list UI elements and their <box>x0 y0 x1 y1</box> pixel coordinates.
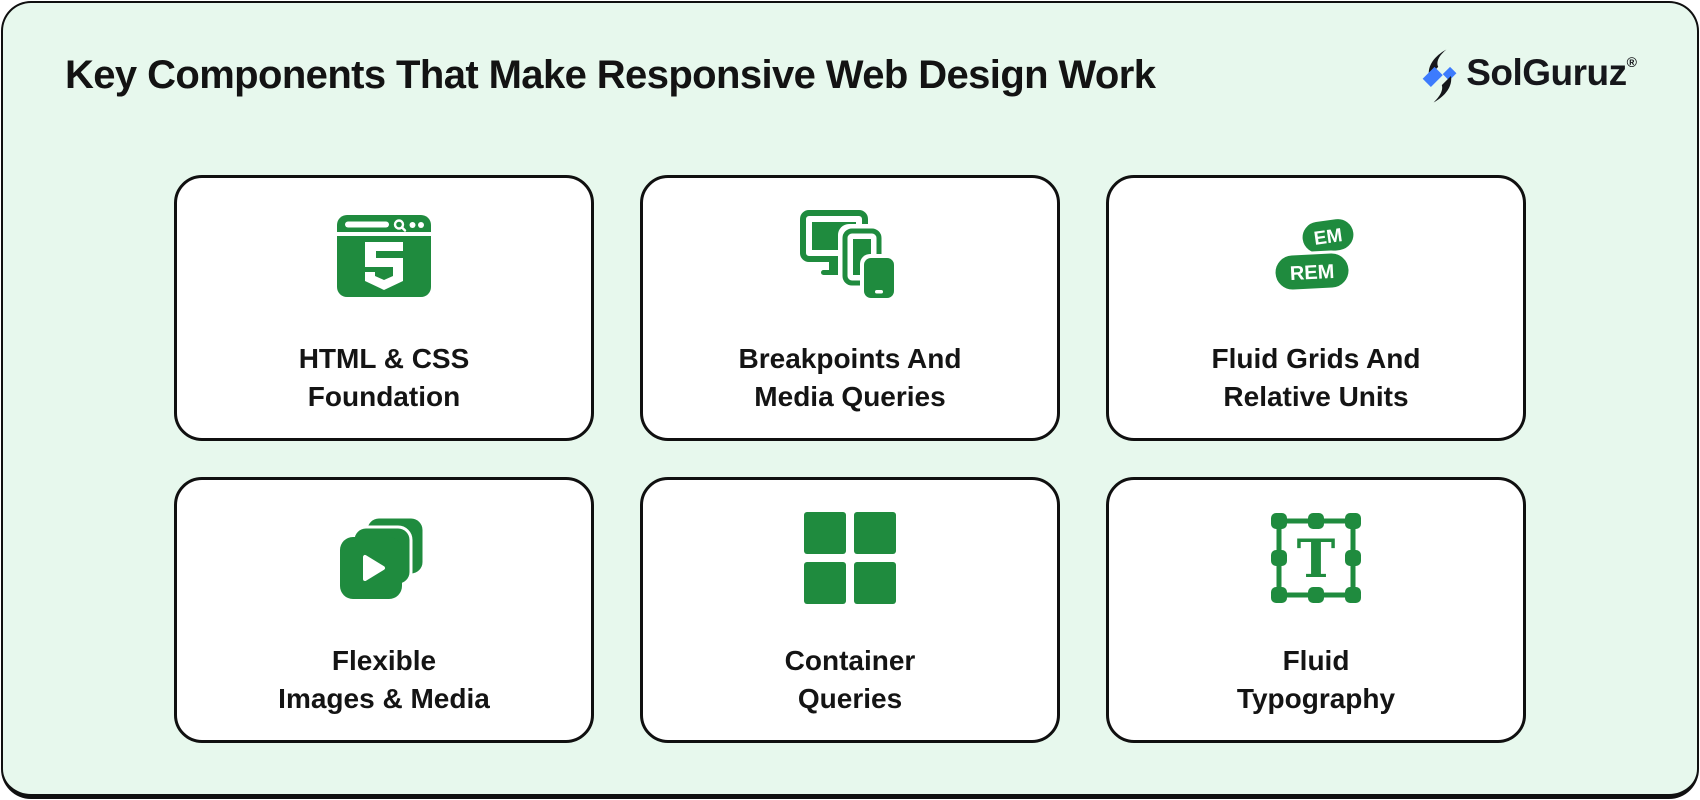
card-container-queries: Container Queries <box>640 477 1060 743</box>
fluid-typography-icon: T <box>1268 506 1364 610</box>
html5-browser-icon <box>337 204 431 308</box>
solguruz-logo: SolGuruz® <box>1419 47 1637 103</box>
page-title: Key Components That Make Responsive Web … <box>65 52 1156 97</box>
card-label: Flexible Images & Media <box>278 645 490 714</box>
typography-t-glyph: T <box>1297 529 1336 590</box>
em-rem-units-icon: EM REM <box>1268 204 1364 308</box>
card-label: Fluid Grids And Relative Units <box>1211 343 1421 412</box>
rem-badge-label: REM <box>1289 261 1335 285</box>
card-label: Container Queries <box>784 645 916 714</box>
responsive-devices-icon <box>800 204 900 308</box>
registered-mark: ® <box>1626 54 1637 70</box>
container-grid-icon <box>804 506 896 610</box>
card-html-css-foundation: HTML & CSS Foundation <box>174 175 594 441</box>
card-label: Fluid Typography <box>1236 645 1396 714</box>
logo-wordmark: SolGuruz <box>1466 52 1627 93</box>
card-fluid-typography: T Fluid Typography <box>1106 477 1526 743</box>
card-breakpoints-media-queries: Breakpoints And Media Queries <box>640 175 1060 441</box>
header: Key Components That Make Responsive Web … <box>3 3 1697 111</box>
card-label: Breakpoints And Media Queries <box>738 343 962 412</box>
component-grid: HTML & CSS Foundation <box>174 175 1526 743</box>
card-label: HTML & CSS Foundation <box>298 343 470 412</box>
solguruz-logo-icon <box>1422 49 1457 103</box>
flexible-media-icon <box>340 506 428 610</box>
em-badge-label: EM <box>1313 225 1344 250</box>
card-flexible-images-media: Flexible Images & Media <box>174 477 594 743</box>
card-fluid-grids-relative-units: EM REM Fluid Grids And Relative Units <box>1106 175 1526 441</box>
